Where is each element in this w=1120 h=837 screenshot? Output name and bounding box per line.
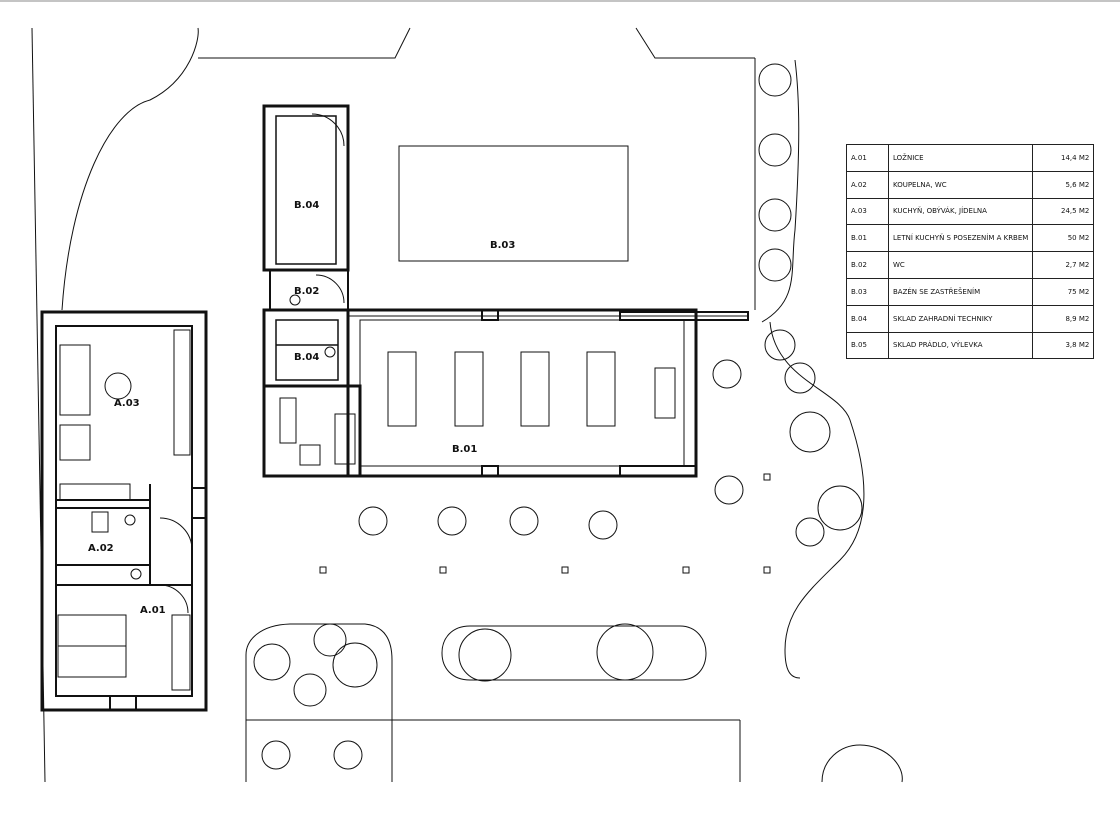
room-name: LETNÍ KUCHYŇ S POSEZENÍM A KRBEM: [887, 224, 1034, 253]
room-area: 3,8 M2: [1032, 331, 1095, 360]
room-label-b04-lower: B.04: [294, 352, 319, 363]
site-outline: [31, 27, 903, 783]
room-name: SKLAD PRÁDLO, VÝLEVKA: [887, 331, 1034, 360]
room-area: 50 M2: [1032, 224, 1095, 253]
pergola-posts: [319, 473, 771, 574]
room-area: 75 M2: [1032, 277, 1095, 306]
room-label-a01: A.01: [140, 605, 166, 616]
room-area: 2,7 M2: [1032, 251, 1095, 279]
room-code: B.03: [846, 277, 889, 306]
trees: [253, 63, 863, 707]
room-code: B.05: [846, 331, 889, 360]
room-area: 24,5 M2: [1032, 197, 1095, 226]
room-label-b03: B.03: [490, 240, 515, 251]
room-code: B.02: [846, 251, 889, 279]
room-area: 8,9 M2: [1032, 304, 1095, 333]
room-name: WC: [887, 251, 1034, 279]
building-b: [262, 104, 749, 478]
room-name: BAZÉN SE ZASTŘEŠENÍM: [887, 277, 1034, 306]
room-code: A.02: [846, 170, 889, 199]
room-code: B.04: [846, 304, 889, 333]
room-area: 5,6 M2: [1032, 170, 1095, 199]
room-label-b02: B.02: [294, 286, 319, 297]
outdoor-tables: [261, 359, 744, 770]
room-code: A.03: [846, 197, 889, 226]
pool-outline: [398, 145, 629, 262]
room-name: KOUPELNA, WC: [887, 170, 1034, 199]
room-name: KUCHYŇ, OBÝVÁK, JÍDELNA: [887, 197, 1034, 226]
building-a: [40, 310, 208, 712]
room-area: 14,4 M2: [1032, 144, 1095, 172]
room-name: LOŽNICE: [887, 144, 1034, 172]
room-label-a03: A.03: [114, 398, 140, 409]
dining-tables: [387, 351, 616, 427]
room-label-b01: B.01: [452, 444, 477, 455]
room-name: SKLAD ZAHRADNÍ TECHNIKY: [887, 304, 1034, 333]
room-code: A.01: [846, 144, 889, 172]
room-label-a02: A.02: [88, 543, 114, 554]
room-code: B.01: [846, 224, 889, 253]
room-label-b04-upper: B.04: [294, 200, 319, 211]
